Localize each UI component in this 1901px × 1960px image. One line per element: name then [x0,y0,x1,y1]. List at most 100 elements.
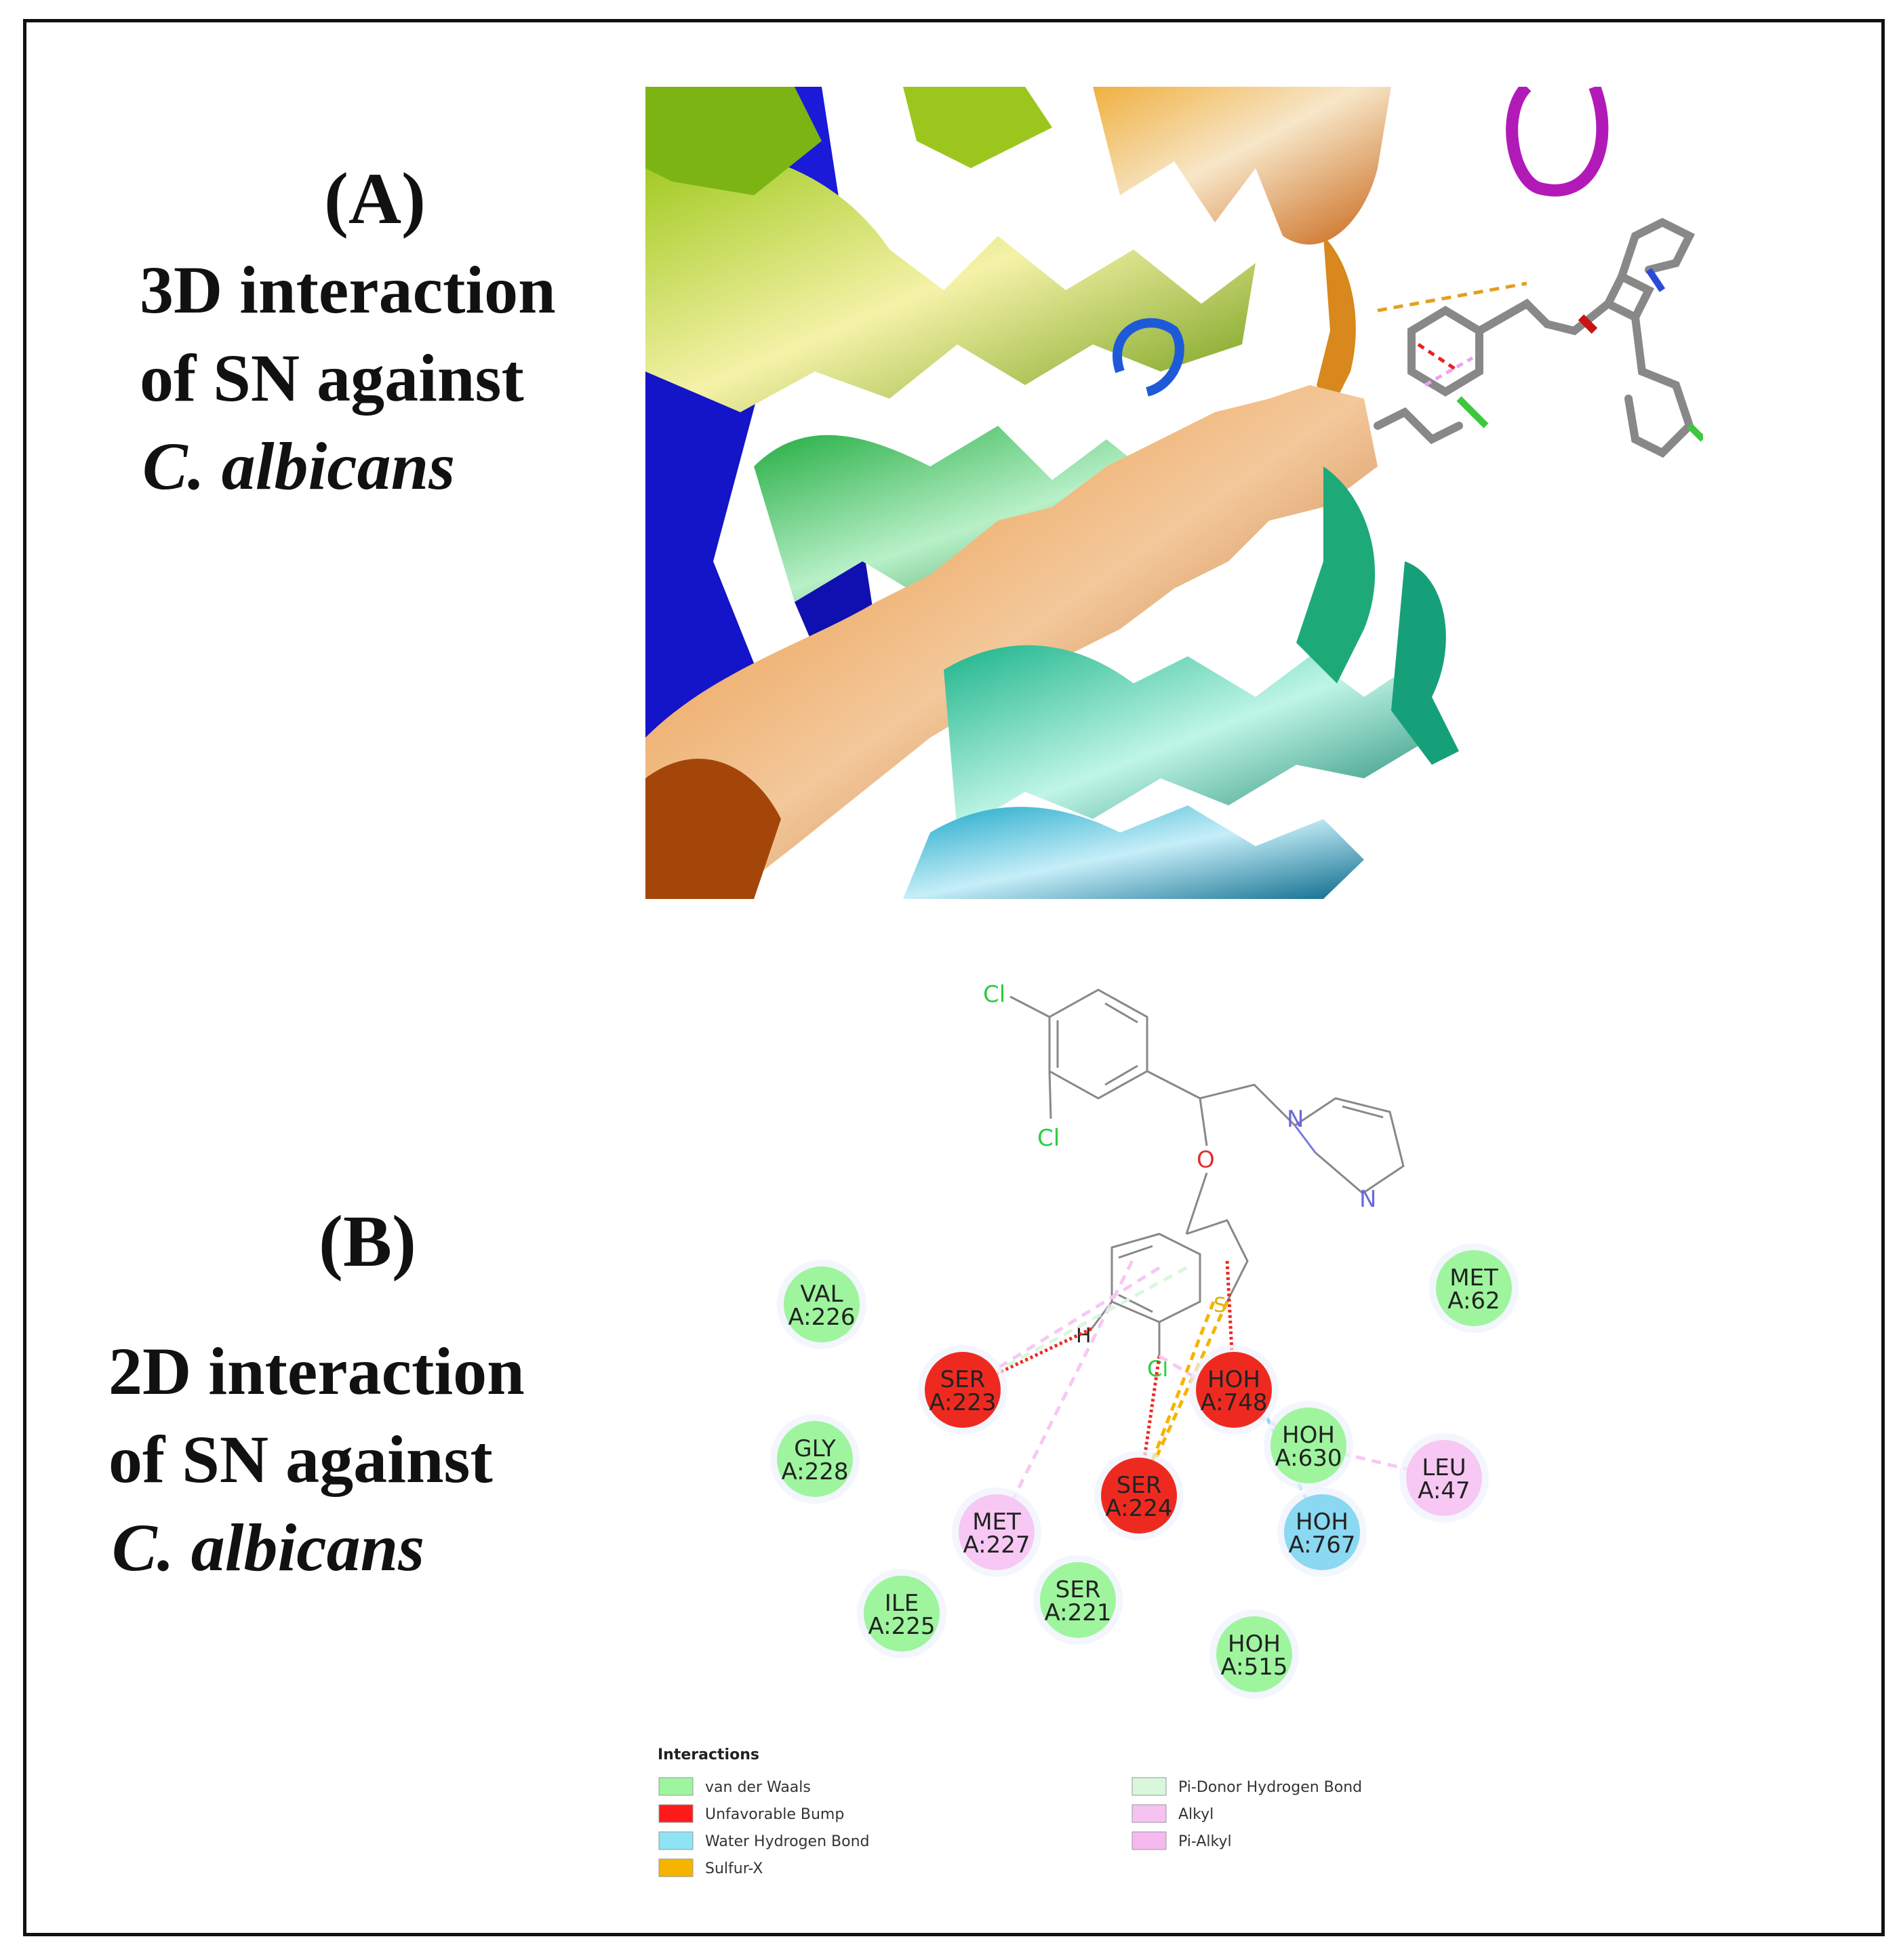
residue-id: A:748 [1200,1389,1267,1416]
legend-item: Unfavorable Bump [658,1804,844,1823]
legend-label: Sulfur-X [705,1860,763,1877]
legend-label: van der Waals [705,1779,811,1796]
legend-item: Pi-Alkyl [1132,1831,1232,1850]
residue-name: HOH [1228,1631,1281,1658]
panel-b-line-3: C. albicans [112,1510,425,1585]
panel-b-line-2: of SN against [108,1422,493,1497]
residue-circle [1284,1494,1360,1570]
residue-name: MET [1449,1264,1498,1292]
n-atom-2: N [1359,1186,1376,1213]
interaction-line [1137,1355,1161,1496]
panel-a-line-2: of SN against [140,340,524,416]
legend-item: Alkyl [1132,1804,1214,1823]
panel-a-line-3: C. albicans [142,428,456,504]
panel-a-line-1: 3D interaction [140,252,556,327]
residue-name: LEU [1422,1454,1466,1481]
legend-label: Unfavorable Bump [705,1806,844,1823]
legend-item: Water Hydrogen Bond [658,1831,869,1850]
s-atom: S [1214,1294,1226,1317]
residue-name: HOH [1296,1508,1348,1536]
residue-id: A:228 [781,1458,848,1485]
cl-atom-2: Cl [1037,1125,1060,1152]
residue-circle [1270,1407,1346,1483]
residue-name: SER [1117,1472,1162,1499]
residue-circle [925,1352,1001,1428]
legend-item: Sulfur-X [658,1858,763,1877]
residue-id: A:767 [1288,1532,1355,1559]
legend-label: Water Hydrogen Bond [705,1833,869,1850]
residue-name: SER [940,1366,986,1393]
residue-bubbles: VALA:226META:62SERA:223HOHA:748GLYA:228H… [770,1243,1519,1699]
legend-item: Pi-Donor Hydrogen Bond [1132,1777,1362,1796]
legend-label: Alkyl [1178,1806,1214,1823]
residue-circle [1406,1440,1482,1516]
legend-swatch [658,1804,694,1823]
interaction-line [961,1327,1093,1392]
residue-circle [1196,1352,1272,1428]
legend-swatch [1132,1777,1167,1796]
residue-circle [1040,1562,1116,1638]
cl-atom-1: Cl [983,981,1005,1008]
protein-3d-ribbon-image [645,87,1703,899]
panel-a-letter: (A) [324,159,426,239]
legend-swatch [658,1858,694,1877]
residue-name: VAL [800,1281,843,1308]
legend-title: Interactions [658,1746,759,1763]
residue-circle [1101,1458,1177,1534]
legend-swatch [658,1777,694,1796]
legend-item: van der Waals [658,1777,811,1796]
panel-b-line-1: 2D interaction [108,1334,525,1409]
interaction-line [1137,1301,1216,1496]
residue-id: A:515 [1220,1654,1287,1681]
residue-id: A:225 [868,1613,935,1640]
residue-name: MET [972,1508,1021,1536]
n-atom-1: N [1287,1106,1304,1133]
residue-circle [959,1494,1035,1570]
residue-circle [1216,1616,1292,1692]
residue-circle [784,1266,860,1342]
interaction-line [995,1260,1134,1534]
residue-id: A:221 [1044,1599,1111,1626]
residue-circle [777,1421,853,1497]
residue-name: SER [1056,1576,1101,1603]
panel-b-letter: (B) [319,1201,416,1282]
residue-name: ILE [885,1590,919,1617]
interaction-2d-diagram: Cl Cl O N N S H Cl VALA:226META:62SERA:2… [658,981,1519,1877]
residue-name: HOH [1282,1422,1335,1449]
legend-label: Pi-Alkyl [1178,1833,1232,1850]
residue-id: A:224 [1105,1495,1172,1522]
interaction-line [961,1266,1161,1392]
residue-id: A:223 [929,1389,996,1416]
residue-name: HOH [1207,1366,1260,1393]
dichlorophenyl-ring [1009,988,1405,1235]
residue-id: A:62 [1447,1287,1500,1315]
residue-circle [864,1576,940,1652]
residue-name: GLY [794,1435,836,1462]
residue-id: A:226 [788,1304,855,1331]
legend-swatch [1132,1831,1167,1850]
residue-id: A:630 [1275,1445,1342,1472]
o-atom: O [1197,1146,1215,1174]
benzothiophene-ring [1090,1219,1249,1356]
residue-circle [1436,1250,1512,1326]
h-atom: H [1076,1324,1092,1348]
legend-swatch [1132,1804,1167,1823]
legend-label: Pi-Donor Hydrogen Bond [1178,1779,1362,1796]
legend-swatch [658,1831,694,1850]
residue-id: A:47 [1418,1477,1470,1504]
residue-id: A:227 [963,1532,1030,1559]
